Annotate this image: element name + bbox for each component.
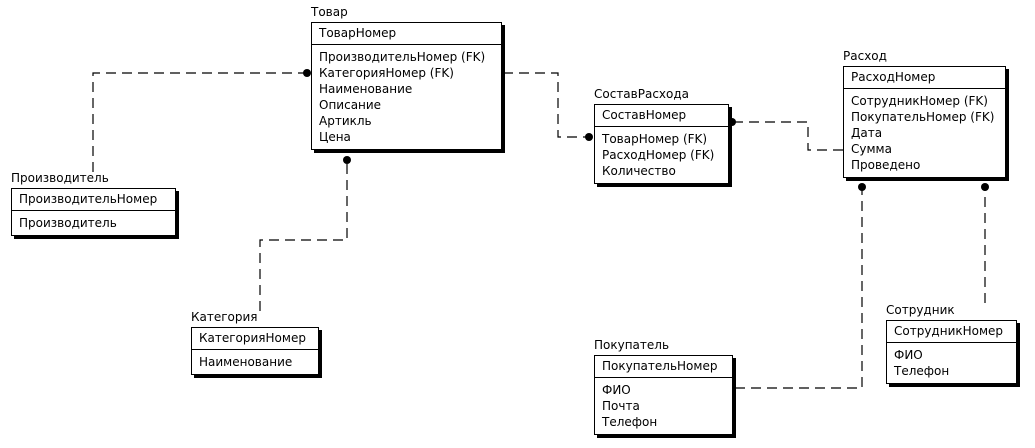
attributes-section: ФИО Телефон xyxy=(887,343,1016,383)
primary-key-attribute: РасходНомер xyxy=(851,70,936,84)
entity-sotrudnik[interactable]: Сотрудник СотрудникНомер ФИО Телефон xyxy=(886,303,1017,384)
attribute: Описание xyxy=(319,98,382,112)
attributes-section: Наименование xyxy=(192,350,318,374)
attributes-section: ТоварНомер (FK) РасходНомер (FK) Количес… xyxy=(595,127,728,183)
primary-key-section: ПроизводительНомер xyxy=(12,189,175,211)
entity-box[interactable]: ПроизводительНомер Производитель xyxy=(11,188,176,236)
entity-title: Производитель xyxy=(11,171,109,185)
entity-title: Категория xyxy=(191,310,258,324)
attribute: Почта xyxy=(602,399,640,413)
attribute: Проведено xyxy=(851,158,921,172)
primary-key-attribute: ПроизводительНомер xyxy=(19,192,158,206)
relationship-end-dot xyxy=(981,183,989,191)
primary-key-attribute: СотрудникНомер xyxy=(894,324,1004,338)
attribute: Наименование xyxy=(319,82,413,96)
attribute: КатегорияНомер (FK) xyxy=(319,66,454,80)
relationship-end-dot xyxy=(303,69,311,77)
attribute: Артикль xyxy=(319,114,372,128)
entity-box[interactable]: СоставНомер ТоварНомер (FK) РасходНомер … xyxy=(594,104,729,184)
attributes-section: ФИО Почта Телефон xyxy=(595,378,732,434)
attributes-section: ПроизводительНомер (FK) КатегорияНомер (… xyxy=(312,45,501,149)
attribute: ФИО xyxy=(894,348,923,362)
attribute: ФИО xyxy=(602,383,631,397)
attribute: Производитель xyxy=(19,216,117,230)
entity-tovar[interactable]: Товар ТоварНомер ПроизводительНомер (FK)… xyxy=(311,5,502,150)
entity-pokupatel[interactable]: Покупатель ПокупательНомер ФИО Почта Тел… xyxy=(594,338,733,435)
primary-key-section: СотрудникНомер xyxy=(887,321,1016,343)
entity-box[interactable]: ТоварНомер ПроизводительНомер (FK) Катег… xyxy=(311,22,502,150)
attribute: СотрудникНомер (FK) xyxy=(851,94,988,108)
primary-key-section: ТоварНомер xyxy=(312,23,501,45)
attribute: РасходНомер (FK) xyxy=(602,148,715,162)
attribute: ТоварНомер (FK) xyxy=(602,132,708,146)
relationship-kategoriya-tovar xyxy=(259,160,348,311)
entity-proizvoditel[interactable]: Производитель ПроизводительНомер Произво… xyxy=(11,171,176,236)
primary-key-section: ПокупательНомер xyxy=(595,356,732,378)
entity-title: Товар xyxy=(311,5,348,19)
attributes-section: Производитель xyxy=(12,211,175,235)
relationship-end-dot xyxy=(585,133,593,141)
entity-sostav-rashoda[interactable]: СоставРасхода СоставНомер ТоварНомер (FK… xyxy=(594,87,729,184)
entity-box[interactable]: КатегорияНомер Наименование xyxy=(191,327,319,375)
entity-box[interactable]: СотрудникНомер ФИО Телефон xyxy=(886,320,1017,384)
relationship-end-dot xyxy=(728,118,736,126)
entity-box[interactable]: РасходНомер СотрудникНомер (FK) Покупате… xyxy=(843,66,1006,178)
entity-title: СоставРасхода xyxy=(594,87,690,101)
attribute: Наименование xyxy=(199,355,293,369)
relationship-end-dot xyxy=(858,183,866,191)
relationship-end-dot xyxy=(343,156,351,164)
relationship-rashod-sostav xyxy=(733,121,843,151)
primary-key-attribute: СоставНомер xyxy=(602,108,687,122)
primary-key-section: СоставНомер xyxy=(595,105,728,127)
primary-key-attribute: КатегорияНомер xyxy=(199,331,306,345)
primary-key-section: КатегорияНомер xyxy=(192,328,318,350)
relationship-proizvoditel-tovar xyxy=(92,72,307,172)
attribute: Дата xyxy=(851,126,883,140)
entity-rashod[interactable]: Расход РасходНомер СотрудникНомер (FK) П… xyxy=(843,49,1006,178)
entity-title: Расход xyxy=(843,49,887,63)
primary-key-attribute: ПокупательНомер xyxy=(602,359,718,373)
attribute: Телефон xyxy=(602,415,658,429)
primary-key-attribute: ТоварНомер xyxy=(319,26,397,40)
relationship-pokupatel-rashod xyxy=(735,188,863,389)
entity-kategoriya[interactable]: Категория КатегорияНомер Наименование xyxy=(191,310,319,375)
entity-box[interactable]: ПокупательНомер ФИО Почта Телефон xyxy=(594,355,733,435)
entity-title: Покупатель xyxy=(594,338,670,352)
relationship-tovar-sostav xyxy=(503,72,588,138)
attribute: ПокупательНомер (FK) xyxy=(851,110,995,124)
attributes-section: СотрудникНомер (FK) ПокупательНомер (FK)… xyxy=(844,89,1005,177)
entity-title: Сотрудник xyxy=(886,303,955,317)
attribute: Цена xyxy=(319,130,351,144)
attribute: Сумма xyxy=(851,142,892,156)
attribute: ПроизводительНомер (FK) xyxy=(319,50,486,64)
attribute: Телефон xyxy=(894,364,950,378)
primary-key-section: РасходНомер xyxy=(844,67,1005,89)
attribute: Количество xyxy=(602,164,676,178)
